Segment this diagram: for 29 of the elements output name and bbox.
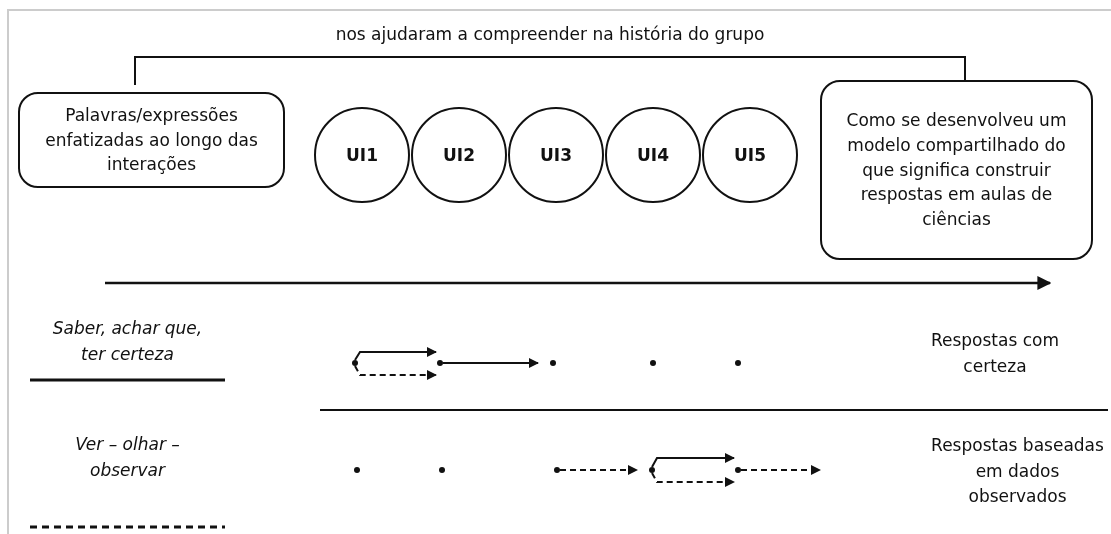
- dashed-arrow: [651, 472, 735, 487]
- dashed-arrow: [740, 465, 821, 475]
- dot: [437, 360, 443, 366]
- circle-node: UI5: [702, 107, 798, 203]
- bracket-label: nos ajudaram a compreender na história do grupo: [334, 23, 766, 46]
- legend-label: Ver – olhar – observar: [74, 433, 181, 482]
- legend-label: Saber, achar que, ter certeza: [51, 317, 204, 366]
- circle-node: UI3: [508, 107, 604, 203]
- dot: [649, 467, 655, 473]
- circle-node: UI2: [411, 107, 507, 203]
- arrow: [651, 453, 735, 468]
- rounded-box: Palavras/expressões enfatizadas ao longo das interações: [18, 92, 285, 188]
- dot: [735, 467, 741, 473]
- circle-node: UI1: [314, 107, 410, 203]
- row-label: Respostas com certeza: [929, 329, 1061, 378]
- dot: [554, 467, 560, 473]
- dashed-arrow: [559, 465, 638, 475]
- dot: [352, 360, 358, 366]
- dot: [354, 467, 360, 473]
- dot: [650, 360, 656, 366]
- circle-node: UI4: [605, 107, 701, 203]
- dot: [550, 360, 556, 366]
- dot: [735, 360, 741, 366]
- rounded-box: Como se desenvolveu um modelo compartilhado do que significa construir respostas em aulas de ciências: [820, 80, 1093, 260]
- dashed-arrow: [354, 365, 437, 380]
- row-label: Respostas baseadas em dados observados: [930, 434, 1105, 508]
- arrow: [442, 358, 539, 368]
- arrow: [354, 347, 437, 361]
- dot: [439, 467, 445, 473]
